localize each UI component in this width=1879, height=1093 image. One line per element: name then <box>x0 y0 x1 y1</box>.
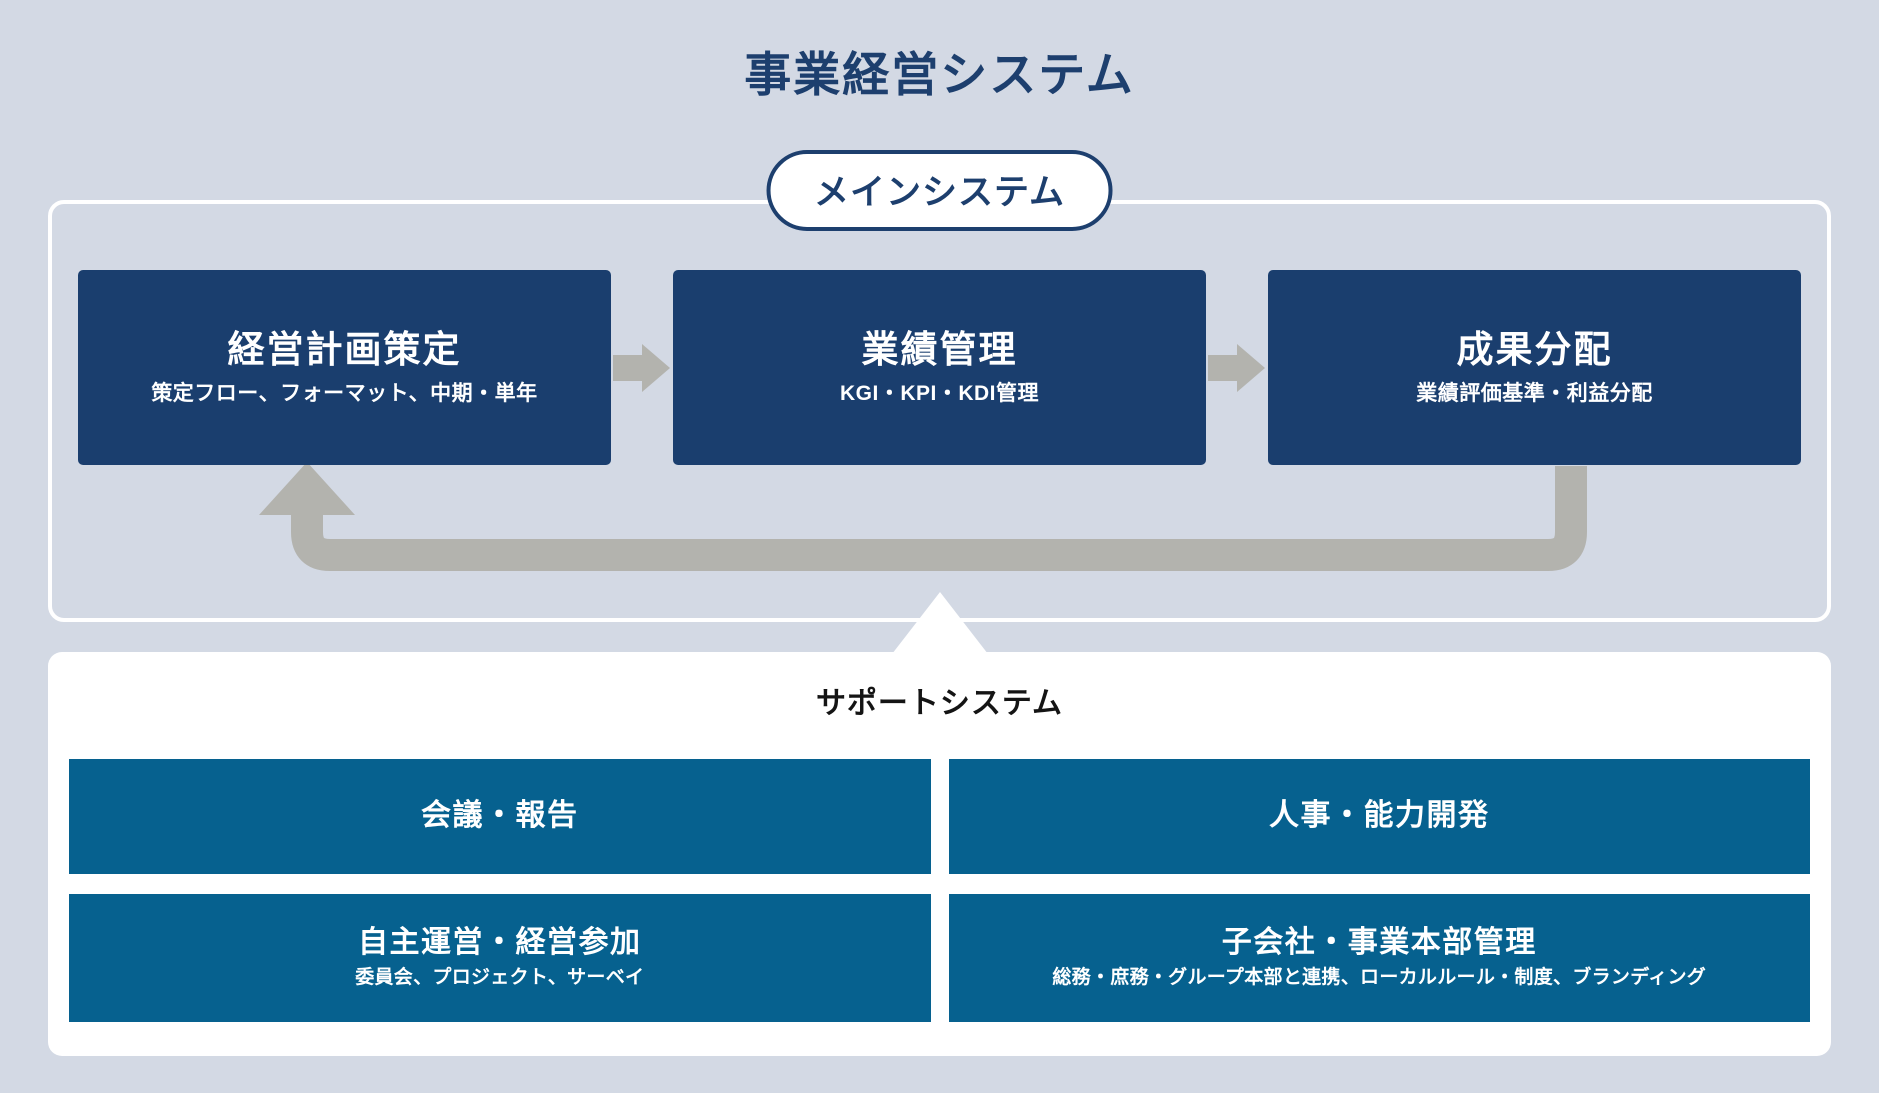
main-box-planning[interactable]: 経営計画策定 策定フロー、フォーマット、中期・単年 <box>78 270 611 465</box>
support-box-meetings[interactable]: 会議・報告 <box>69 759 931 874</box>
support-system-grid: 会議・報告 人事・能力開発 自主運営・経営参加 委員会、プロジェクト、サーベイ … <box>69 759 1810 1022</box>
triangle-up-icon <box>891 592 988 654</box>
support-system-title: サポートシステム <box>815 687 1064 720</box>
support-box-title: 自主運営・経営参加 <box>358 925 642 959</box>
support-box-title: 人事・能力開発 <box>1269 799 1490 833</box>
main-box-title: 経営計画策定 <box>227 329 462 371</box>
support-box-title: 子会社・事業本部管理 <box>1221 925 1537 959</box>
main-box-title: 業績管理 <box>861 329 1018 371</box>
support-box-self-management[interactable]: 自主運営・経営参加 委員会、プロジェクト、サーベイ <box>69 894 931 1022</box>
arrow-right-icon <box>1206 270 1268 465</box>
support-box-hr[interactable]: 人事・能力開発 <box>948 759 1810 874</box>
main-flow-row: 経営計画策定 策定フロー、フォーマット、中期・単年 業績管理 KGI・KPI・K… <box>78 270 1801 465</box>
main-system-pill-label: メインシステム <box>766 150 1113 231</box>
arrow-right-icon <box>611 270 673 465</box>
page-title: 事業経営システム <box>744 48 1135 101</box>
main-box-subtitle: KGI・KPI・KDI管理 <box>839 381 1039 405</box>
main-box-subtitle: 業績評価基準・利益分配 <box>1416 381 1653 405</box>
main-box-performance[interactable]: 業績管理 KGI・KPI・KDI管理 <box>673 270 1206 465</box>
support-box-subsidiary-management[interactable]: 子会社・事業本部管理 総務・庶務・グループ本部と連携、ローカルルール・制度、ブラ… <box>948 894 1810 1022</box>
support-box-subtitle: 委員会、プロジェクト、サーベイ <box>355 967 645 989</box>
main-box-distribution[interactable]: 成果分配 業績評価基準・利益分配 <box>1268 270 1801 465</box>
main-box-subtitle: 策定フロー、フォーマット、中期・単年 <box>151 381 538 405</box>
support-box-subtitle: 総務・庶務・グループ本部と連携、ローカルルール・制度、ブランディング <box>1052 967 1707 989</box>
support-box-title: 会議・報告 <box>421 799 579 833</box>
main-box-title: 成果分配 <box>1456 329 1613 371</box>
support-system-panel: サポートシステム 会議・報告 人事・能力開発 自主運営・経営参加 委員会、プロジ… <box>48 652 1831 1056</box>
